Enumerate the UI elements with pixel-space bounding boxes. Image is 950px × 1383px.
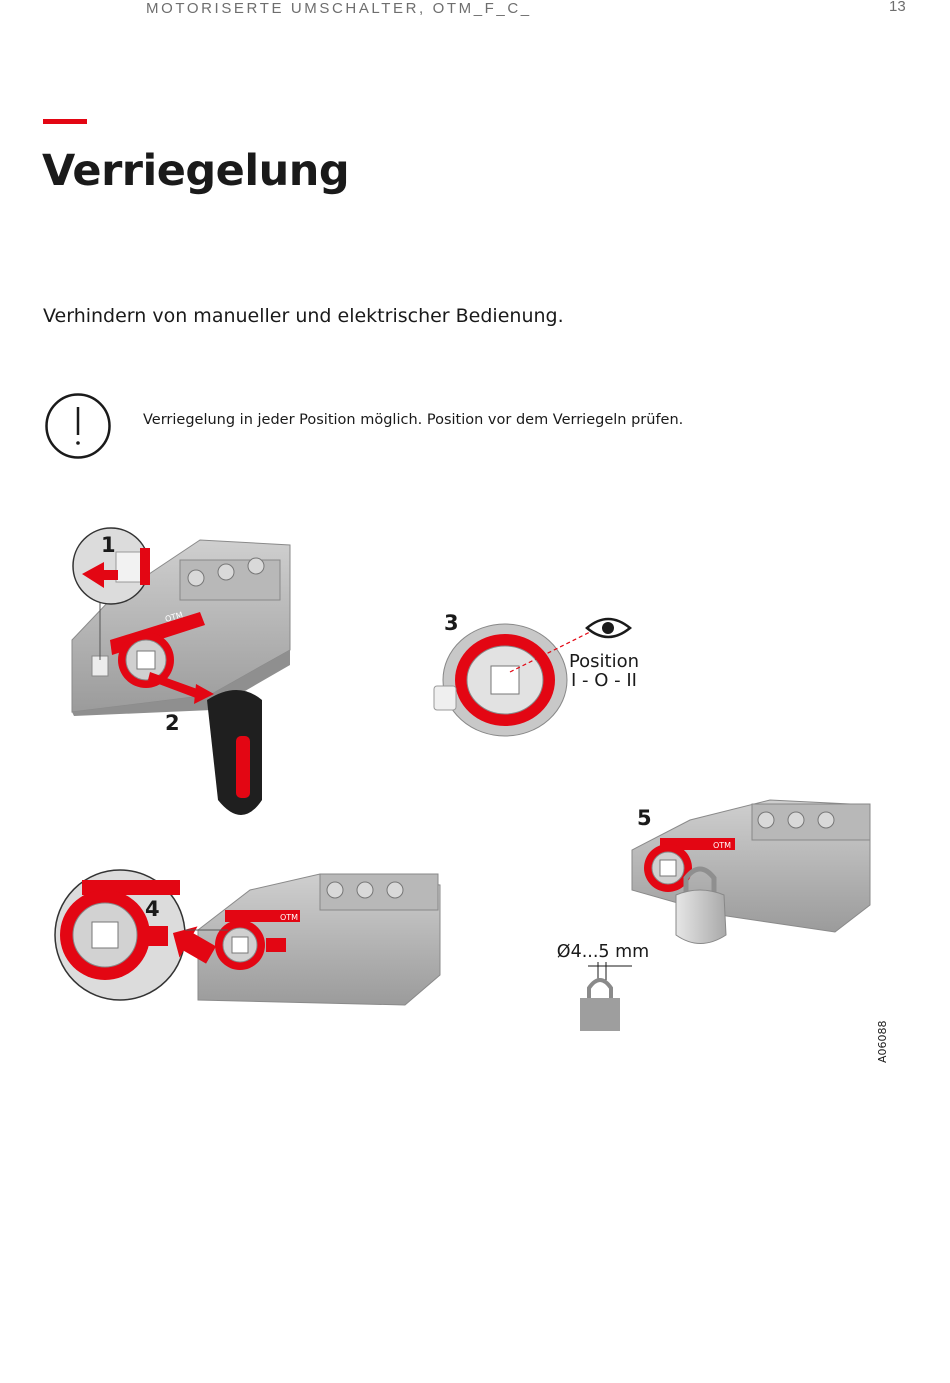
running-header: MOTORISERTE UMSCHALTER, OTM_F_C_ xyxy=(146,0,532,17)
notice-text: Verriegelung in jeder Position möglich. … xyxy=(143,412,684,428)
step-5-padlock: OTM 5 Ø4...5 mm A06088 xyxy=(557,799,889,1063)
title-accent-bar xyxy=(43,119,87,124)
exclamation-circle-icon xyxy=(45,393,111,459)
padlock-size: Ø4...5 mm xyxy=(557,942,649,962)
device-label-otm-2: OTM xyxy=(280,913,298,922)
step-4-label: 4 xyxy=(145,897,160,921)
intro-text: Verhindern von manueller und elektrische… xyxy=(43,305,564,327)
step-1-label: 1 xyxy=(101,533,116,557)
step-4-push-lock: OTM 4 xyxy=(54,869,441,1006)
locking-illustration: OTM 1 2 3 Position I - O - II xyxy=(54,527,889,1063)
position-title: Position xyxy=(569,651,639,672)
page-title: Verriegelung xyxy=(42,146,350,196)
device-label-otm-3: OTM xyxy=(713,841,731,850)
step-5-label: 5 xyxy=(637,806,652,830)
position-values: I - O - II xyxy=(571,670,637,691)
padlock-icon xyxy=(580,978,620,1031)
step-3-label: 3 xyxy=(444,611,459,635)
step-1-2-device: OTM 1 2 xyxy=(71,527,291,815)
page-number: 13 xyxy=(889,0,906,15)
step-2-label: 2 xyxy=(165,711,180,735)
eye-icon xyxy=(585,617,632,639)
step-3-position-check: 3 Position I - O - II xyxy=(433,611,639,737)
figure-code: A06088 xyxy=(876,1020,889,1063)
